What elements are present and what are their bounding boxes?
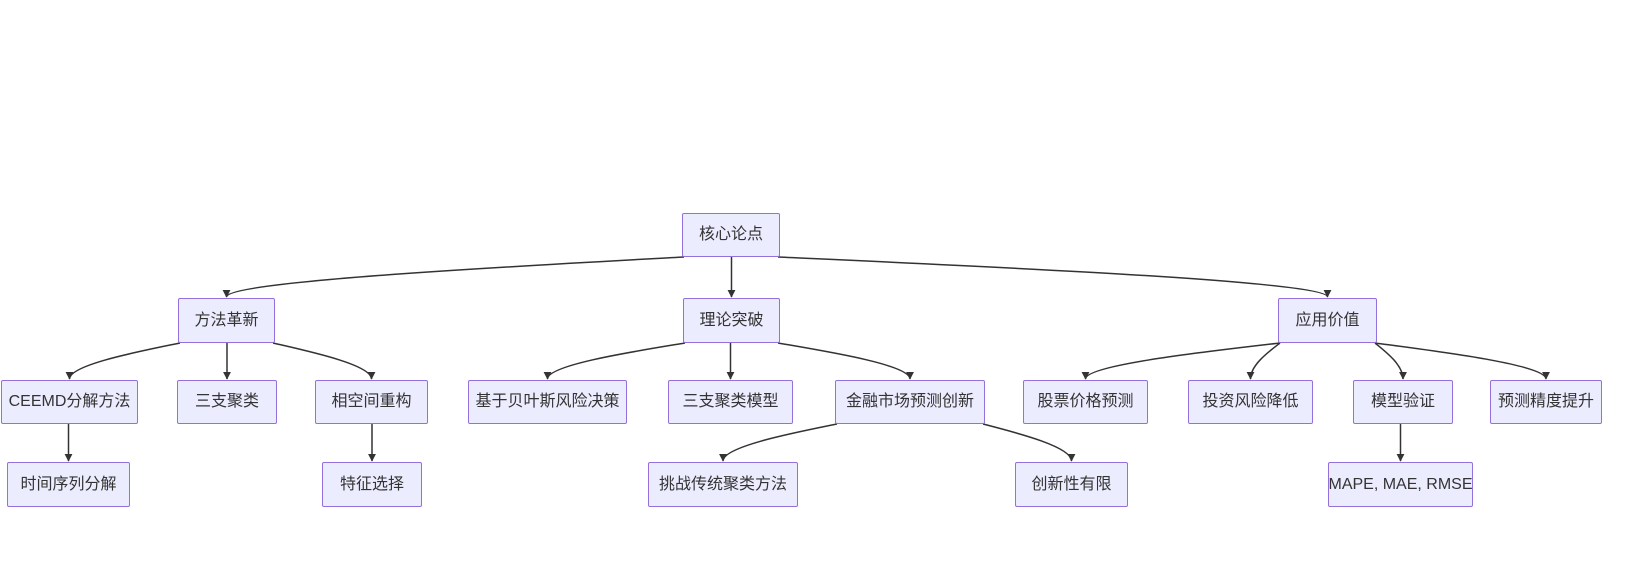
edge-method-to-phase-space xyxy=(272,342,376,380)
edge-theory-to-finance-innovation xyxy=(777,342,914,380)
node-feature-selection: 特征选择 xyxy=(322,462,422,507)
edge-theory-to-bayes-decision xyxy=(543,342,686,380)
node-three-way-cluster: 三支聚类 xyxy=(177,380,277,424)
node-phase-space: 相空间重构 xyxy=(315,380,428,424)
node-method: 方法革新 xyxy=(178,298,275,343)
node-root: 核心论点 xyxy=(682,213,780,257)
node-metrics: MAPE, MAE, RMSE xyxy=(1328,462,1473,507)
edge-finance-innovation-to-challenge-cluster xyxy=(719,423,838,462)
edge-root-to-application xyxy=(777,256,1332,298)
node-risk-reduction: 投资风险降低 xyxy=(1188,380,1313,424)
node-three-way-model: 三支聚类模型 xyxy=(668,380,793,424)
node-limited-novelty: 创新性有限 xyxy=(1015,462,1128,507)
edges-group xyxy=(64,256,1550,462)
node-ceemd: CEEMD分解方法 xyxy=(1,380,138,424)
edge-application-to-risk-reduction xyxy=(1246,342,1281,380)
node-challenge-cluster: 挑战传统聚类方法 xyxy=(648,462,798,507)
node-stock-prediction: 股票价格预测 xyxy=(1023,380,1148,424)
node-theory: 理论突破 xyxy=(683,298,780,343)
edge-application-to-accuracy-improve xyxy=(1374,342,1550,380)
edge-root-to-method xyxy=(222,256,685,298)
node-ts-decomposition: 时间序列分解 xyxy=(7,462,130,507)
node-bayes-decision: 基于贝叶斯风险决策 xyxy=(468,380,627,424)
node-accuracy-improve: 预测精度提升 xyxy=(1490,380,1602,424)
edge-finance-innovation-to-limited-novelty xyxy=(982,423,1076,462)
node-application: 应用价值 xyxy=(1278,298,1377,343)
node-model-validation: 模型验证 xyxy=(1353,380,1453,424)
edge-application-to-stock-prediction xyxy=(1081,342,1281,380)
node-finance-innovation: 金融市场预测创新 xyxy=(835,380,985,424)
edge-application-to-model-validation xyxy=(1374,342,1407,380)
edge-method-to-ceemd xyxy=(65,342,181,380)
